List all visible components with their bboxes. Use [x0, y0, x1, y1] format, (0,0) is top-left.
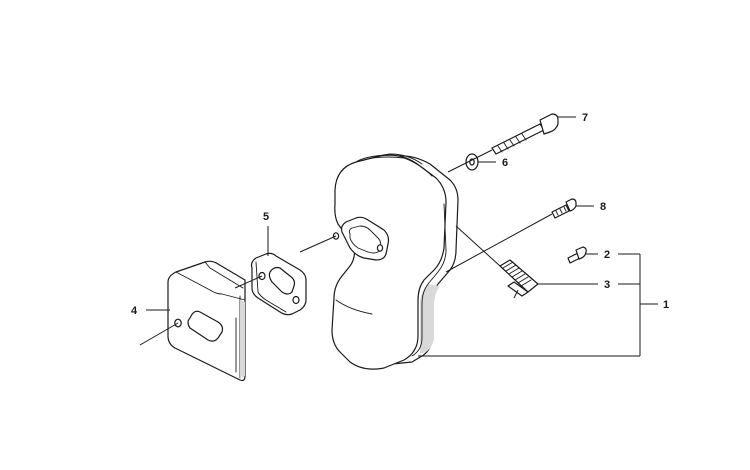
- screw: [551, 198, 577, 219]
- callout-labels: 7 6 8 2 3 1 4 5: [131, 112, 669, 317]
- callout-3: 3: [604, 279, 610, 291]
- small-screw: [567, 246, 587, 264]
- spark-screen: [499, 259, 539, 297]
- callout-7: 7: [582, 112, 588, 124]
- callout-8: 8: [600, 201, 606, 213]
- callout-6: 6: [502, 157, 508, 169]
- heat-shield-plate: [167, 260, 246, 382]
- muffler-body: [331, 153, 459, 370]
- alignment-lines: [139, 149, 553, 346]
- callout-4: 4: [131, 305, 138, 317]
- long-bolt: [491, 113, 559, 155]
- callout-5: 5: [263, 211, 269, 223]
- callout-1: 1: [663, 299, 669, 311]
- exhaust-gasket: [250, 252, 307, 316]
- callout-leaders: [146, 116, 658, 357]
- callout-2: 2: [604, 249, 610, 261]
